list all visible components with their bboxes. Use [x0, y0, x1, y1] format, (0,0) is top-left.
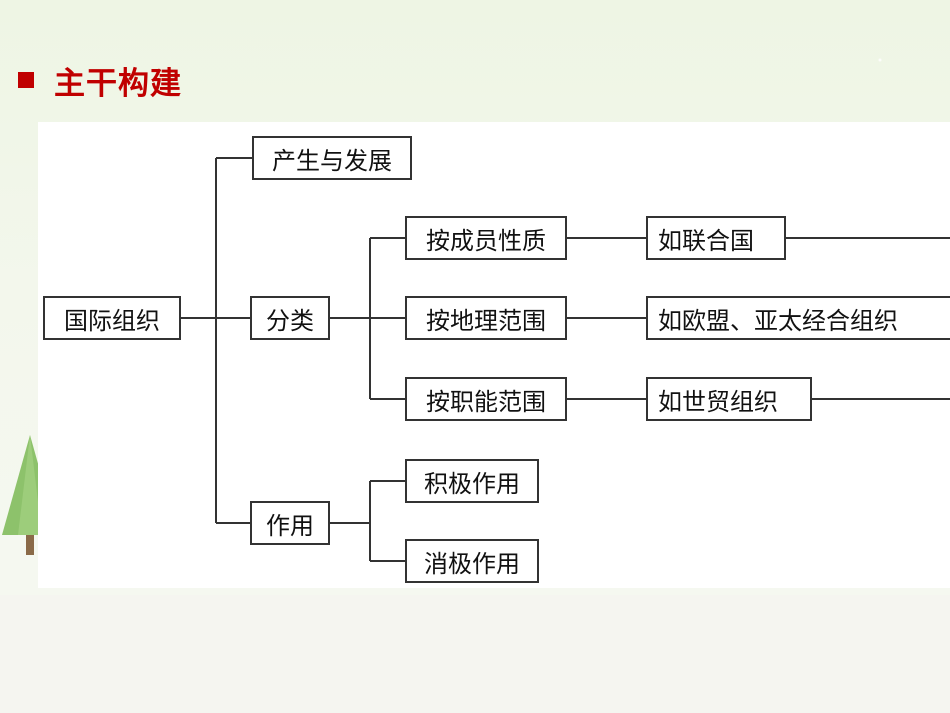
title-bullet-icon: [18, 72, 34, 88]
node-role: 作用: [250, 501, 330, 545]
node-root: 国际组织: [43, 296, 181, 340]
page-title: 主干构建: [54, 65, 182, 102]
bottom-band: [0, 595, 950, 713]
node-role-negative: 消极作用: [405, 539, 539, 583]
diagram-panel: 国际组织 产生与发展 分类 作用 按成员性质 按地理范围 按职能范围 如联合国 …: [38, 122, 950, 588]
node-classify-function: 按职能范围: [405, 377, 567, 421]
node-classify: 分类: [250, 296, 330, 340]
node-example-region: 如欧盟、亚太经合组织: [646, 296, 950, 340]
node-classify-members: 按成员性质: [405, 216, 567, 260]
node-example-members: 如联合国: [646, 216, 786, 260]
node-classify-region: 按地理范围: [405, 296, 567, 340]
title-bar: 主干构建: [18, 58, 182, 102]
connector-lines: [180, 157, 950, 562]
node-example-function: 如世贸组织: [646, 377, 812, 421]
node-origin: 产生与发展: [252, 136, 412, 180]
node-role-positive: 积极作用: [405, 459, 539, 503]
